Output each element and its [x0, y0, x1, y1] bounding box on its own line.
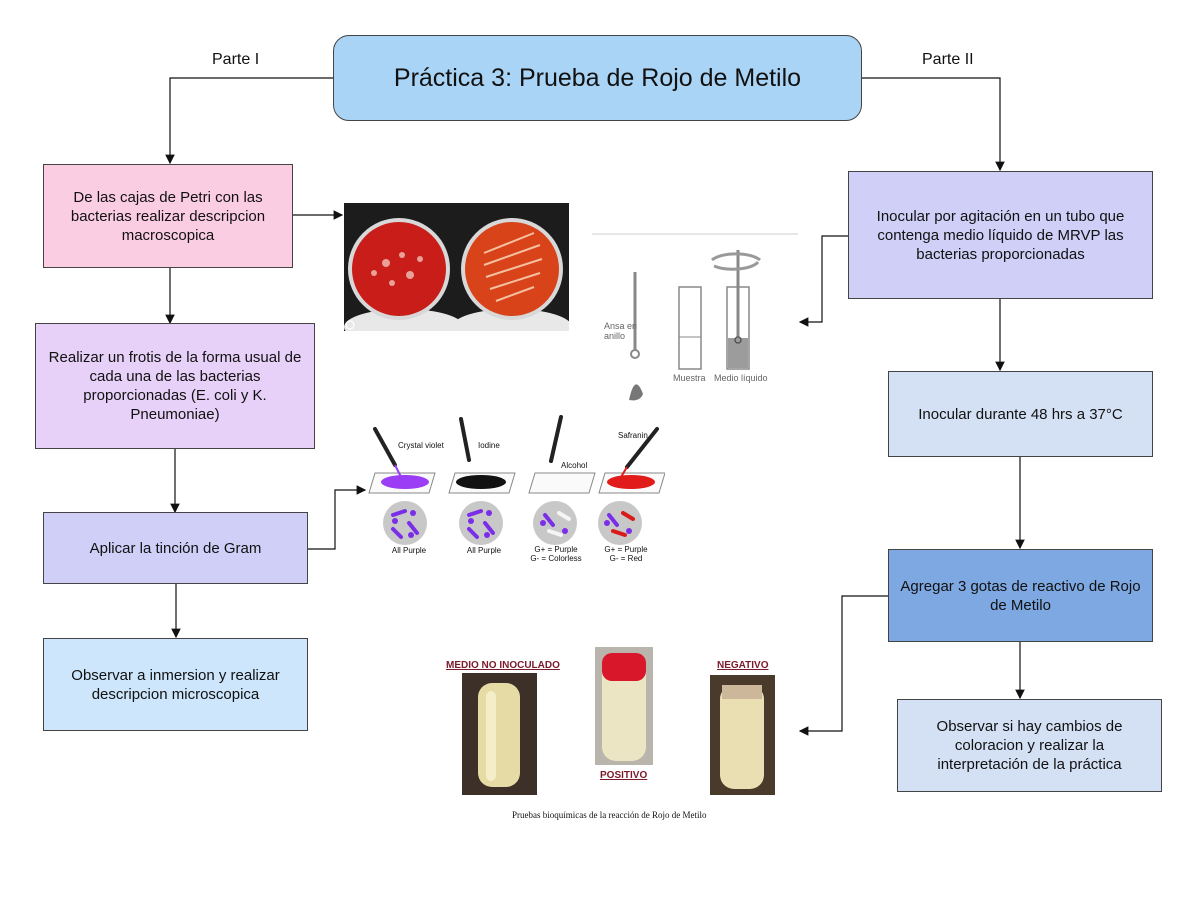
tubes-caption: Pruebas bioquímicas de la reacción de Ro…	[512, 810, 707, 820]
negativo-label: NEGATIVO	[717, 660, 769, 671]
ansa-label: Ansa en anillo	[604, 321, 638, 341]
reagent-crystal-violet: Crystal violet	[398, 441, 444, 450]
inoculation-diagram	[592, 233, 798, 401]
result-4: G+ = Purple G- = Red	[604, 545, 648, 563]
gram-stain-diagram	[368, 415, 665, 545]
positivo-label: POSITIVO	[600, 770, 648, 781]
arrow-title-to-left1	[165, 77, 333, 165]
result-1: All Purple	[391, 546, 427, 555]
result-2: All Purple	[466, 546, 502, 555]
step-left-4: Observar a inmersion y realizar descripc…	[43, 638, 308, 731]
arrow-right1-to-inoc	[798, 235, 848, 327]
step-right-2: Inocular durante 48 hrs a 37°C	[888, 371, 1153, 457]
step-right-4: Observar si hay cambios de coloracion y …	[897, 699, 1162, 792]
reagent-iodine: Iodine	[478, 441, 500, 450]
step-right-1: Inocular por agitación en un tubo que co…	[848, 171, 1153, 299]
result-3: G+ = Purple G- = Colorless	[530, 545, 582, 563]
methyl-red-tubes	[462, 647, 775, 795]
reagent-alcohol: Alcohol	[561, 461, 588, 470]
medio-label: Medio líquido	[714, 373, 768, 383]
arrow-title-to-right1	[862, 77, 1005, 172]
title-box: Práctica 3: Prueba de Rojo de Metilo	[333, 35, 862, 121]
step-left-3: Aplicar la tinción de Gram	[43, 512, 308, 584]
arrow-right3-to-tubes	[798, 595, 888, 736]
medio-no-inoculado-label: MEDIO NO INOCULADO	[446, 660, 560, 671]
petri-dish-image	[344, 203, 569, 331]
page-title: Práctica 3: Prueba de Rojo de Metilo	[393, 63, 802, 92]
muestra-label: Muestra	[673, 373, 706, 383]
step-left-2: Realizar un frotis de la forma usual de …	[35, 323, 315, 449]
part1-label: Parte I	[212, 51, 260, 68]
reagent-safranin: Safranin	[618, 431, 648, 440]
part2-label: Parte II	[922, 51, 974, 68]
arrow-left3-to-gram	[308, 485, 367, 550]
step-right-3: Agregar 3 gotas de reactivo de Rojo de M…	[888, 549, 1153, 642]
step-left-1: De las cajas de Petri con las bacterias …	[43, 164, 293, 268]
